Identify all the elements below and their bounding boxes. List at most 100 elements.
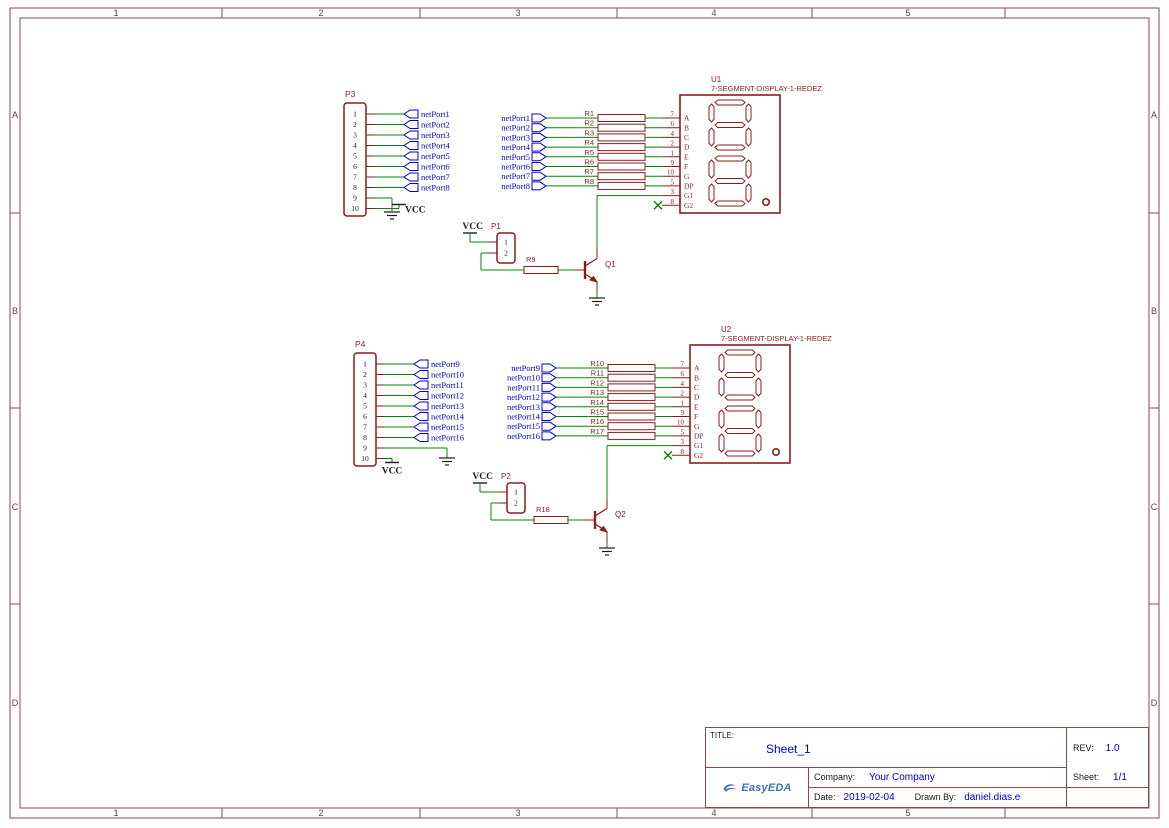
net-flag (413, 391, 429, 400)
connector-ref: P4 (355, 339, 366, 349)
frame-column-label: 1 (113, 8, 118, 18)
net-label: netPort4 (501, 142, 531, 152)
company-label: Company: (814, 772, 856, 782)
connector-pin-number: 9 (353, 194, 357, 203)
resistor-ref: R10 (590, 359, 604, 368)
net-label: netPort15 (431, 422, 464, 432)
display-pin-number: 8 (681, 448, 685, 456)
date-value: 2019-02-04 (843, 792, 895, 803)
seven-segment-segment (755, 433, 762, 453)
transistor-emitter-arrow (589, 275, 599, 283)
display-part-name: 7-SEGMENT-DISPLAY-1-REDEZ (721, 334, 832, 343)
display-pin-number: 5 (671, 178, 675, 186)
frame-column-label: 5 (905, 8, 910, 18)
net-flag (413, 433, 429, 442)
connector-pin-number: 10 (361, 454, 369, 463)
frame-row-label: B (1151, 306, 1157, 316)
seven-segment-segment (714, 155, 746, 162)
display-pin-number: 3 (681, 438, 685, 446)
net-label: netPort1 (501, 113, 530, 123)
display-pin-name: G (684, 172, 690, 181)
resistor-body (597, 162, 646, 171)
connector-pin-number: 6 (353, 162, 357, 171)
net-flag (531, 113, 547, 123)
easyeda-logo-text: EasyEDA (741, 781, 792, 794)
sheet-cell: Sheet:1/1 (1067, 768, 1148, 788)
net-label: netPort10 (431, 370, 464, 380)
frame-column-label: 3 (515, 8, 520, 18)
net-flag (531, 142, 547, 152)
connector-pin-number: 7 (353, 173, 357, 182)
net-label: netPort2 (501, 123, 530, 133)
display-ref: U1 (711, 75, 722, 84)
display-pin-number: 6 (681, 370, 685, 378)
net-flag (541, 412, 557, 421)
vcc-label: VCC (462, 222, 483, 232)
seven-segment-segment (745, 103, 752, 123)
connector-body (343, 102, 367, 217)
net-label: netPort12 (507, 392, 540, 402)
frame-column-label: 5 (905, 808, 910, 818)
net-flag (541, 373, 557, 383)
display-pin-number: 4 (681, 380, 685, 388)
resistor-body (597, 123, 646, 132)
resistor-ref: R17 (590, 427, 604, 436)
resistor-body (607, 431, 656, 440)
rev-cell: REV:1.0 (1067, 728, 1148, 768)
connector-pin-number: 7 (363, 423, 367, 432)
net-flag (403, 151, 419, 161)
net-flag (531, 162, 547, 171)
connector-pin-number: 2 (363, 370, 367, 379)
net-label: netPort14 (431, 412, 465, 422)
title-block: TITLE: Sheet_1 REV:1.0 EasyEDA Company:Y… (705, 727, 1149, 808)
resistor-ref: R14 (590, 398, 604, 407)
connector-pin-number: 2 (514, 499, 518, 508)
rev-value: 1.0 (1105, 743, 1120, 754)
frame-inner-border (19, 17, 1150, 809)
net-label: netPort6 (501, 162, 530, 172)
seven-segment-segment (724, 450, 756, 457)
resistor-ref: R15 (590, 408, 604, 417)
net-flag (413, 380, 429, 390)
connector-ref: P3 (345, 89, 356, 99)
resistor-body (597, 152, 646, 161)
connector-pin-number: 5 (363, 402, 367, 411)
net-flag (541, 421, 557, 431)
resistor-ref: R8 (584, 177, 594, 186)
net-label: netPort15 (507, 421, 540, 431)
easyeda-logo-icon (723, 783, 737, 792)
resistor-ref: R9 (526, 255, 536, 264)
connector-body (506, 482, 526, 514)
display-body (689, 344, 791, 464)
seven-segment-segment (708, 127, 715, 147)
display-pin-name: DP (684, 182, 694, 191)
drawn-by-label: Drawn By: (914, 792, 957, 802)
net-flag (541, 431, 557, 441)
vcc-label: VCC (382, 467, 403, 477)
connector-pin-number: 4 (363, 391, 367, 400)
seven-segment-segment (755, 353, 762, 373)
connector-body (496, 232, 516, 264)
net-flag (531, 132, 547, 142)
connector-pin-number: 1 (363, 360, 367, 369)
resistor-body (523, 266, 559, 274)
net-flag (413, 412, 429, 421)
frame-row-label: D (1151, 698, 1158, 708)
connector-pin-number: 8 (363, 433, 367, 442)
display-pin-name: F (684, 162, 688, 171)
company-value: Your Company (869, 772, 935, 783)
no-connect-cross (663, 450, 673, 460)
frame-column-label: 1 (113, 808, 118, 818)
net-label: netPort12 (431, 391, 464, 401)
resistor-ref: R18 (536, 505, 550, 514)
resistor-ref: R2 (584, 119, 594, 128)
net-label: netPort9 (431, 359, 460, 369)
net-flag (531, 152, 547, 162)
display-pin-name: E (694, 402, 699, 411)
net-label: netPort16 (431, 433, 464, 443)
title-label: TITLE: (710, 731, 735, 740)
connector-pin-number: 9 (363, 444, 367, 453)
net-label: netPort5 (501, 152, 530, 162)
